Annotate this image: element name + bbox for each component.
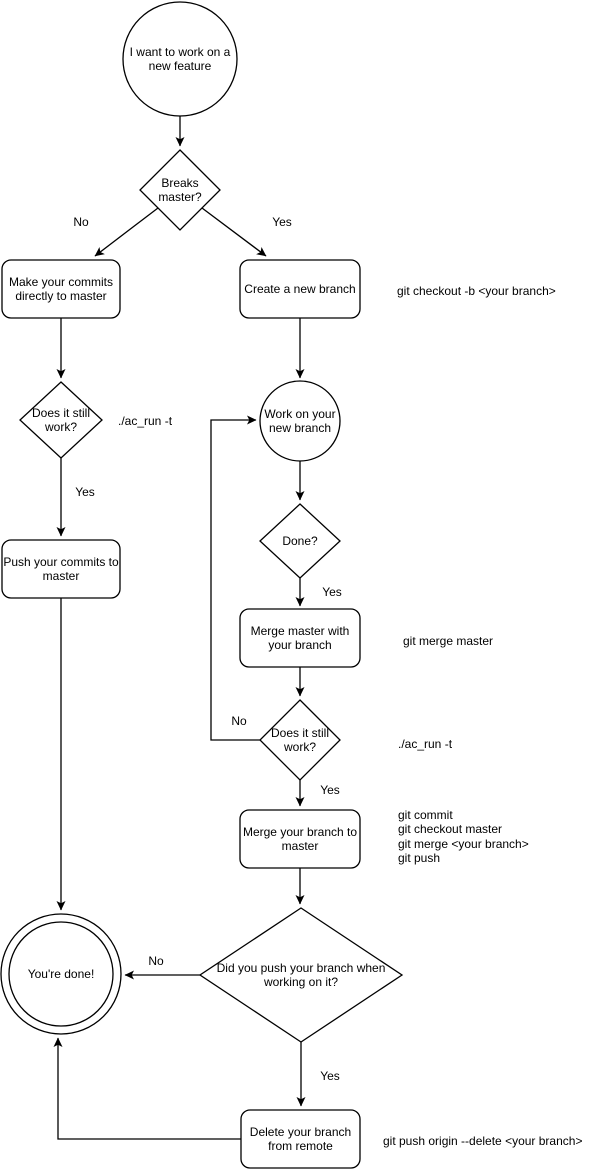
- edge-label-didpush-yes: Yes: [319, 1069, 341, 1083]
- push-commits-label: Push your commits to master: [3, 554, 119, 583]
- merge-branch-box: [239, 809, 361, 869]
- delete-branch-label: Delete your branch from remote: [249, 1124, 352, 1153]
- annotation-checkout-cmd: git checkout -b <your branch>: [397, 283, 556, 298]
- annotation-cmd-git-merge-branch: git merge <your branch>: [398, 836, 529, 851]
- youre-done-label: You're done!: [27, 966, 95, 981]
- annotation-cmd-git-push: git push: [398, 851, 441, 866]
- does-it-work-left-diamond: [19, 381, 103, 459]
- annotation-delete-cmd: git push origin --delete <your branch>: [383, 1133, 583, 1148]
- edge-label-breaks-no: No: [72, 215, 90, 229]
- start-node-label: I want to work on a new feature: [129, 44, 231, 73]
- annotation-acrun-left: ./ac_run -t: [118, 413, 173, 428]
- work-branch-label: Work on your new branch: [264, 406, 336, 435]
- merge-master-box: [239, 608, 361, 668]
- youre-done-inner-circle: [8, 921, 114, 1027]
- start-node-shape: [122, 1, 238, 117]
- edge-breaks-yes: [201, 207, 267, 257]
- annotation-cmd-git-checkout-master: git checkout master: [398, 822, 503, 837]
- done-diamond: [259, 503, 341, 579]
- edge-label-breaks-yes: Yes: [271, 215, 293, 229]
- did-you-push-diamond: [198, 907, 404, 1043]
- edge-label-doeswork-yes: Yes: [74, 485, 96, 499]
- does-it-work-right-label: Does it still work?: [270, 725, 329, 754]
- edge-delete-to-done: [53, 1037, 241, 1140]
- create-branch-label: Create a new branch: [244, 281, 356, 296]
- does-it-work-left-label: Does it still work?: [31, 405, 90, 434]
- edge-doeswork2-no-loop: [210, 415, 260, 741]
- breaks-master-diamond: [139, 149, 221, 231]
- edge-label-didpush-no: No: [147, 954, 165, 968]
- make-commits-box: [1, 259, 121, 319]
- does-it-work-right-diamond: [259, 699, 341, 781]
- make-commits-label: Make your commits directly to master: [8, 274, 114, 303]
- edge-label-doeswork2-yes: Yes: [319, 783, 341, 797]
- annotation-acrun-right: ./ac_run -t: [398, 736, 453, 751]
- work-branch-node-shape: [259, 380, 341, 462]
- merge-branch-label: Merge your branch to master: [242, 824, 358, 853]
- annotation-merge-master-cmd: git merge master: [403, 633, 494, 648]
- push-commits-box: [1, 539, 121, 599]
- done-label: Done?: [282, 533, 318, 548]
- edge-label-doeswork2-no: No: [230, 714, 248, 728]
- annotation-cmd-git-commit: git commit: [398, 808, 453, 822]
- edge-breaks-no: [94, 207, 159, 257]
- create-branch-box: [239, 259, 361, 319]
- edge-label-doneq-yes: Yes: [321, 585, 343, 599]
- did-you-push-label: Did you push your branch when working on…: [216, 960, 386, 989]
- merge-master-label: Merge master with your branch: [250, 623, 350, 652]
- delete-branch-box: [240, 1109, 361, 1169]
- annotation-merge-branch-cmds: git commit git checkout master git merge…: [398, 808, 529, 866]
- breaks-master-label: Breaks master?: [158, 175, 202, 204]
